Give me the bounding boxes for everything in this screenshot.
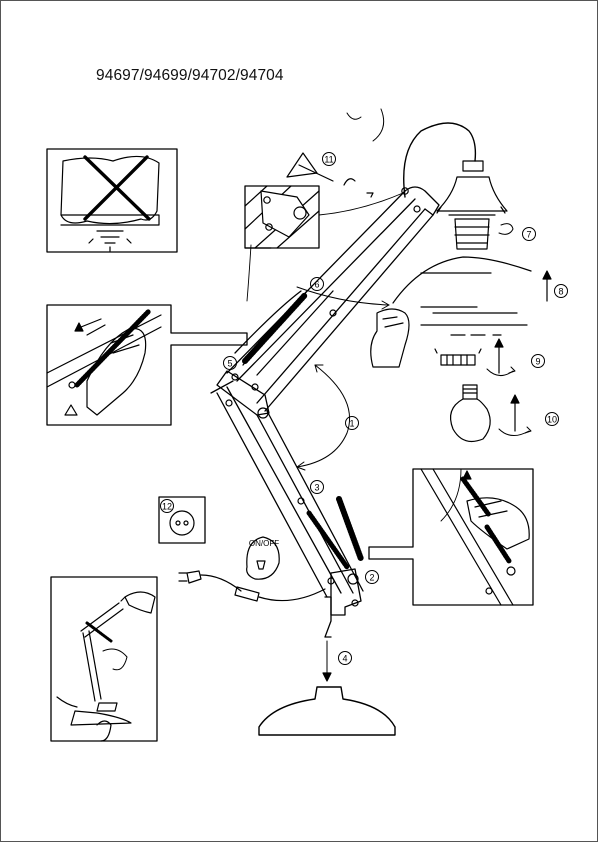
shade-ring-icon <box>434 348 482 366</box>
warning-panel <box>46 148 178 253</box>
callout-8: 8 <box>558 287 563 297</box>
light-bulb-icon <box>450 384 491 442</box>
prohibition-cross-icon <box>83 155 151 221</box>
lamp-arm <box>210 186 440 638</box>
callout-3: 3 <box>314 483 319 493</box>
lamp-base <box>258 686 396 736</box>
callout-9: 9 <box>535 357 540 367</box>
callout-6: 6 <box>314 280 319 290</box>
callout-10: 10 <box>547 415 557 425</box>
callout-11: 11 <box>324 155 333 165</box>
triangle-wrench-icon <box>286 152 334 182</box>
callout-1: 1 <box>349 419 354 429</box>
spring-detail-panel-right <box>368 468 534 606</box>
model-numbers: 94697/94699/94702/94704 <box>96 67 284 84</box>
lamp-shade <box>392 256 532 336</box>
callout-4: 4 <box>342 654 347 664</box>
hinge-detail-panel <box>244 185 320 249</box>
callout-2: 2 <box>369 573 374 583</box>
callout-7: 7 <box>526 230 531 240</box>
spring-detail-panel-left <box>46 304 248 426</box>
callout-5: 5 <box>227 359 232 369</box>
lamp-socket <box>436 160 508 250</box>
callout-12: 12 <box>162 502 172 512</box>
assembled-lamp-panel <box>50 576 158 742</box>
switch-label: ON/OFF <box>249 539 279 548</box>
wall-socket-panel <box>158 496 206 544</box>
arm-pivot-points <box>225 187 421 607</box>
hand-illustration <box>370 308 410 368</box>
power-cord <box>178 536 326 602</box>
